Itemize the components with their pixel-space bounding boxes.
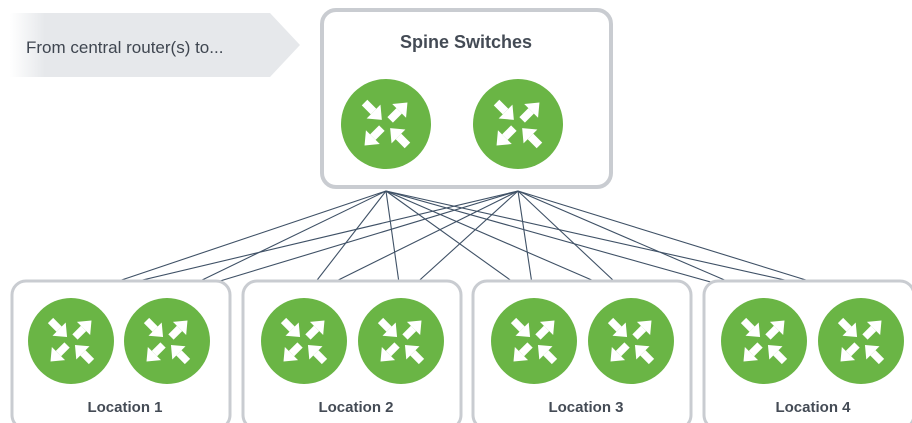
location-label: Location 3 xyxy=(548,399,623,416)
link-lines xyxy=(70,190,862,298)
intro-text: From central router(s) to... xyxy=(26,38,223,57)
location-1: Location 1 xyxy=(10,279,232,423)
link-line xyxy=(385,190,632,298)
location-label: Location 1 xyxy=(87,399,162,416)
link-line xyxy=(70,190,519,298)
intro-banner: From central router(s) to... xyxy=(10,13,300,77)
link-line xyxy=(385,190,862,298)
link-line xyxy=(166,190,387,298)
spine-switch-icon xyxy=(341,79,431,169)
location-groups: Location 1 Location 2 Location 3 Location 4 xyxy=(10,279,912,423)
location-switch-icon xyxy=(491,298,577,384)
location-3: Location 3 xyxy=(471,279,693,423)
link-line xyxy=(400,190,519,298)
location-switch-icon xyxy=(261,298,347,384)
link-line xyxy=(303,190,387,298)
location-label: Location 2 xyxy=(318,399,393,416)
location-2: Location 2 xyxy=(241,279,463,423)
location-switch-icon xyxy=(358,298,444,384)
link-line xyxy=(517,190,765,298)
link-line xyxy=(517,190,632,298)
location-switch-icon xyxy=(28,298,114,384)
link-line xyxy=(385,190,402,298)
link-line xyxy=(303,190,519,298)
link-line xyxy=(517,190,862,298)
location-switch-icon xyxy=(818,298,904,384)
location-switch-icon xyxy=(124,298,210,384)
spine-switch-icon xyxy=(473,79,563,169)
spine-title: Spine Switches xyxy=(400,32,532,52)
location-switch-icon xyxy=(721,298,807,384)
location-4: Location 4 xyxy=(702,279,912,423)
spine-group: Spine Switches xyxy=(320,8,613,189)
link-line xyxy=(70,190,387,298)
link-line xyxy=(517,190,535,298)
link-line xyxy=(166,190,519,298)
location-label: Location 4 xyxy=(775,399,851,416)
location-switch-icon xyxy=(588,298,674,384)
